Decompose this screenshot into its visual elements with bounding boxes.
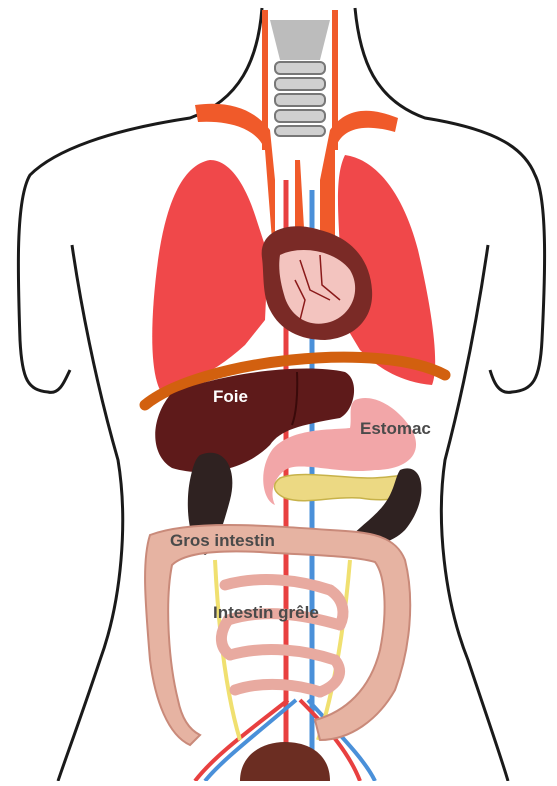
label-small-intestine: Intestin grêle: [213, 604, 319, 621]
label-liver: Foie: [213, 388, 248, 405]
small-intestine: [221, 580, 343, 692]
label-large-intestine: Gros intestin: [170, 532, 275, 549]
left-lung: [152, 160, 268, 390]
bladder: [240, 742, 330, 781]
spine: [270, 20, 330, 136]
label-stomach: Estomac: [360, 420, 431, 437]
large-intestine: [145, 525, 410, 745]
